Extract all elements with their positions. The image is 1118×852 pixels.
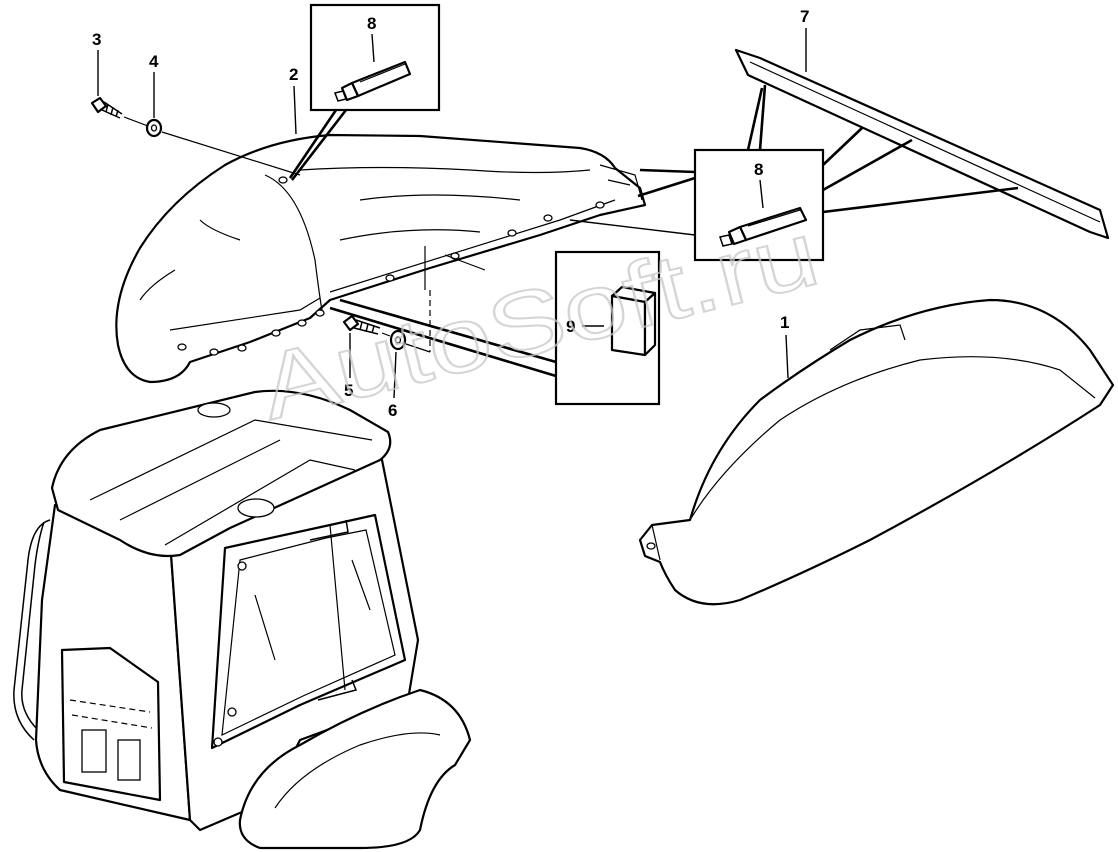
callout-box-8-top-frame	[309, 3, 441, 112]
fender-contour-5	[139, 269, 176, 301]
callout-6-leader	[393, 351, 397, 399]
fender-top-contour	[299, 166, 591, 174]
washer-4	[145, 118, 163, 138]
callout-9: 9	[566, 317, 575, 336]
callout-box-8-top: 8	[309, 3, 441, 112]
bolt-axis-line-bottom	[381, 332, 431, 353]
callout-box-8-right: 8	[693, 148, 825, 262]
callout-7: 7	[800, 7, 809, 26]
washer-6-inner	[394, 336, 402, 344]
fender-outline	[115, 133, 647, 384]
fender-contour-3	[339, 229, 481, 241]
cab-window-glare	[254, 559, 371, 661]
washer-6	[389, 329, 407, 351]
cab-roof-vent-2	[237, 498, 275, 518]
cab-rear-light-right	[117, 739, 141, 781]
cab-handrail	[13, 519, 51, 741]
fender-section-seam	[264, 174, 323, 311]
sealant-pointer-top	[288, 109, 348, 181]
seal-strip-edge	[749, 61, 1101, 223]
bolt-5	[342, 314, 381, 335]
callout-8-right-leader	[759, 179, 764, 209]
bolt-5-thread	[353, 319, 381, 335]
callout-8-top-leader	[371, 33, 375, 63]
fender-lower-edge	[169, 297, 321, 331]
callout-1: 1	[780, 313, 789, 332]
cab-rear-light-left	[81, 729, 107, 773]
cab-roof-crease-3	[164, 459, 356, 546]
cab-door-pillar	[329, 524, 346, 691]
cab-roof-crease-1	[89, 419, 373, 501]
callout-box-8-right-frame	[693, 148, 825, 262]
cab-rear-rivet-lines	[69, 699, 153, 729]
right-fender-mount-tab	[829, 324, 906, 351]
right-fender-outline	[638, 298, 1115, 606]
right-fender-inner-edge	[689, 356, 1096, 521]
cab-door-handle-top	[309, 519, 349, 541]
bolt-5-head	[342, 314, 360, 332]
seal-strip-outline	[734, 48, 1110, 240]
cab-window-inner-frame	[221, 529, 396, 737]
bolt-3	[90, 96, 123, 119]
cab-fender-crease	[274, 732, 441, 809]
callout-6: 6	[388, 401, 397, 420]
cab-roof	[50, 389, 392, 558]
part-7-seal-strip	[734, 48, 1110, 240]
callout-1-leader	[785, 334, 789, 379]
callout-4: 4	[149, 52, 159, 71]
part-2-fender-cover	[115, 133, 647, 384]
sealant-tube-icon	[334, 60, 412, 102]
cab-bolt-1	[237, 561, 247, 571]
cab-roof-vent-1	[197, 402, 231, 418]
bolt-3-head	[90, 96, 108, 114]
cab-roof-crease-2	[119, 439, 281, 521]
callout-2-leader	[293, 85, 297, 135]
cab-bolt-2	[227, 707, 237, 717]
bolt-3-thread	[101, 101, 123, 119]
sealant-pointers-right	[569, 84, 1019, 236]
fender-contour-4	[199, 219, 241, 241]
washer-4-inner	[150, 124, 158, 132]
fender-end-bracket	[599, 164, 643, 201]
callout-8-top: 8	[367, 14, 376, 33]
cab-door-handle-bottom	[317, 679, 358, 701]
sealant-tube-icon-2	[719, 206, 808, 247]
fender-mounting-holes	[177, 176, 605, 356]
fender-contour-2	[359, 194, 521, 201]
adhesive-block-icon	[610, 285, 657, 357]
cab-handrail-inner	[21, 521, 45, 731]
callout-8-right: 8	[754, 160, 763, 179]
cab-front-fender	[238, 688, 472, 850]
fender-bracket-hint	[424, 246, 486, 290]
part-1-right-fender	[638, 298, 1115, 606]
cab	[13, 389, 472, 850]
callout-5: 5	[344, 381, 353, 400]
adhesive-pointers	[329, 298, 557, 378]
callout-3: 3	[92, 30, 101, 49]
right-fender-hole	[646, 542, 656, 550]
cab-bolt-3	[213, 737, 223, 747]
callout-box-9: 9	[554, 250, 661, 406]
bolt-axis-line-top	[123, 116, 301, 176]
right-fender-end-face	[651, 524, 661, 561]
callout-2: 2	[289, 65, 298, 84]
